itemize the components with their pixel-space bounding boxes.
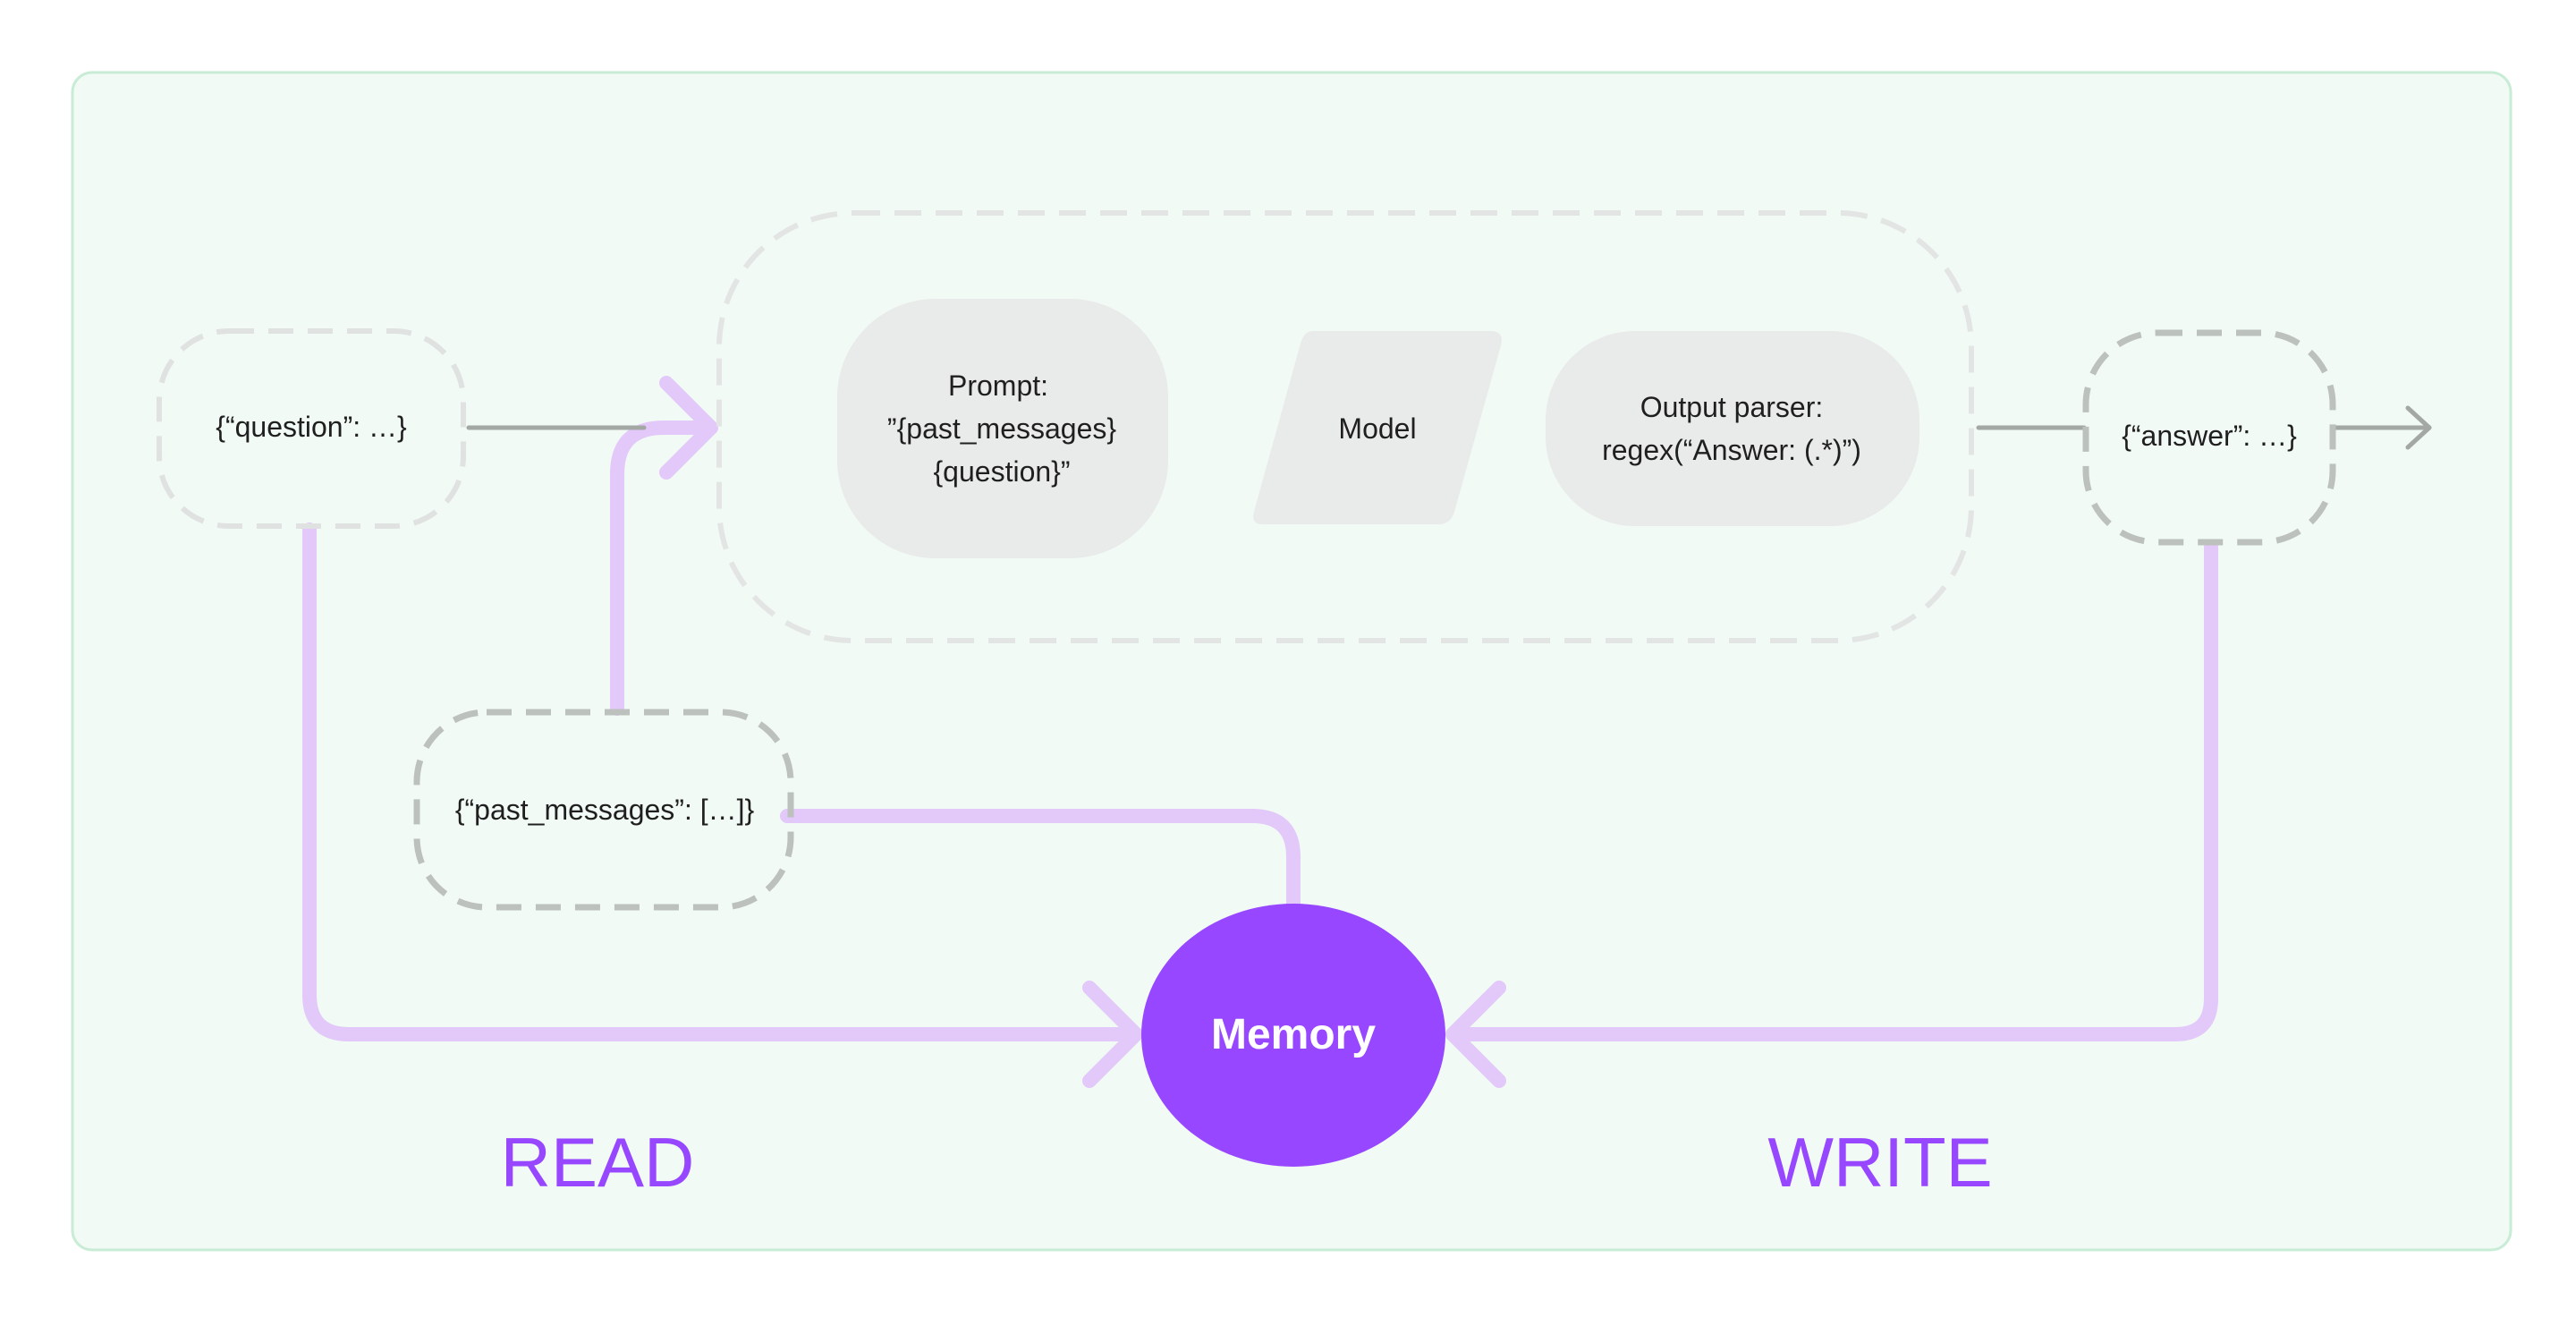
answer-node-label: {“answer”: …} [2122, 420, 2297, 452]
output-parser-node: Output parser: regex(“Answer: (.*)”) [1546, 331, 1919, 526]
memory-to-past-messages-line [780, 809, 1301, 911]
past-messages-node-label: {“past_messages”: […]} [455, 794, 755, 826]
read-label: READ [501, 1123, 695, 1202]
output-arrowhead [2405, 405, 2432, 450]
read-arrowhead [1082, 981, 1143, 1088]
prompt-node-label-line1: Prompt: [948, 370, 1048, 402]
prompt-node-label-line3: {question}” [933, 455, 1070, 488]
memory-node-label: Memory [1211, 1011, 1376, 1058]
prompt-node: Prompt: ”{past_messages} {question}” [837, 299, 1168, 558]
write-arrowhead [1445, 981, 1506, 1088]
past-messages-to-chain-line [610, 421, 718, 716]
past-messages-node: {“past_messages”: […]} [413, 709, 794, 911]
answer-node: {“answer”: …} [2082, 329, 2336, 546]
question-node-label: {“question”: …} [216, 411, 407, 443]
memory-node: Memory [1141, 904, 1445, 1167]
model-node: Model [1253, 331, 1502, 524]
model-node-label: Model [1338, 412, 1416, 445]
question-node: {“question”: …} [157, 328, 466, 529]
chain-input-arrowhead [659, 376, 718, 480]
read-flow-line-question [302, 523, 1134, 1041]
output-parser-label-line2: regex(“Answer: (.*)”) [1602, 434, 1861, 466]
write-label: WRITE [1767, 1123, 1992, 1202]
output-parser-label-line1: Output parser: [1640, 391, 1824, 423]
prompt-node-label-line2: ”{past_messages} [887, 412, 1116, 445]
write-flow-line-answer [1451, 540, 2218, 1041]
